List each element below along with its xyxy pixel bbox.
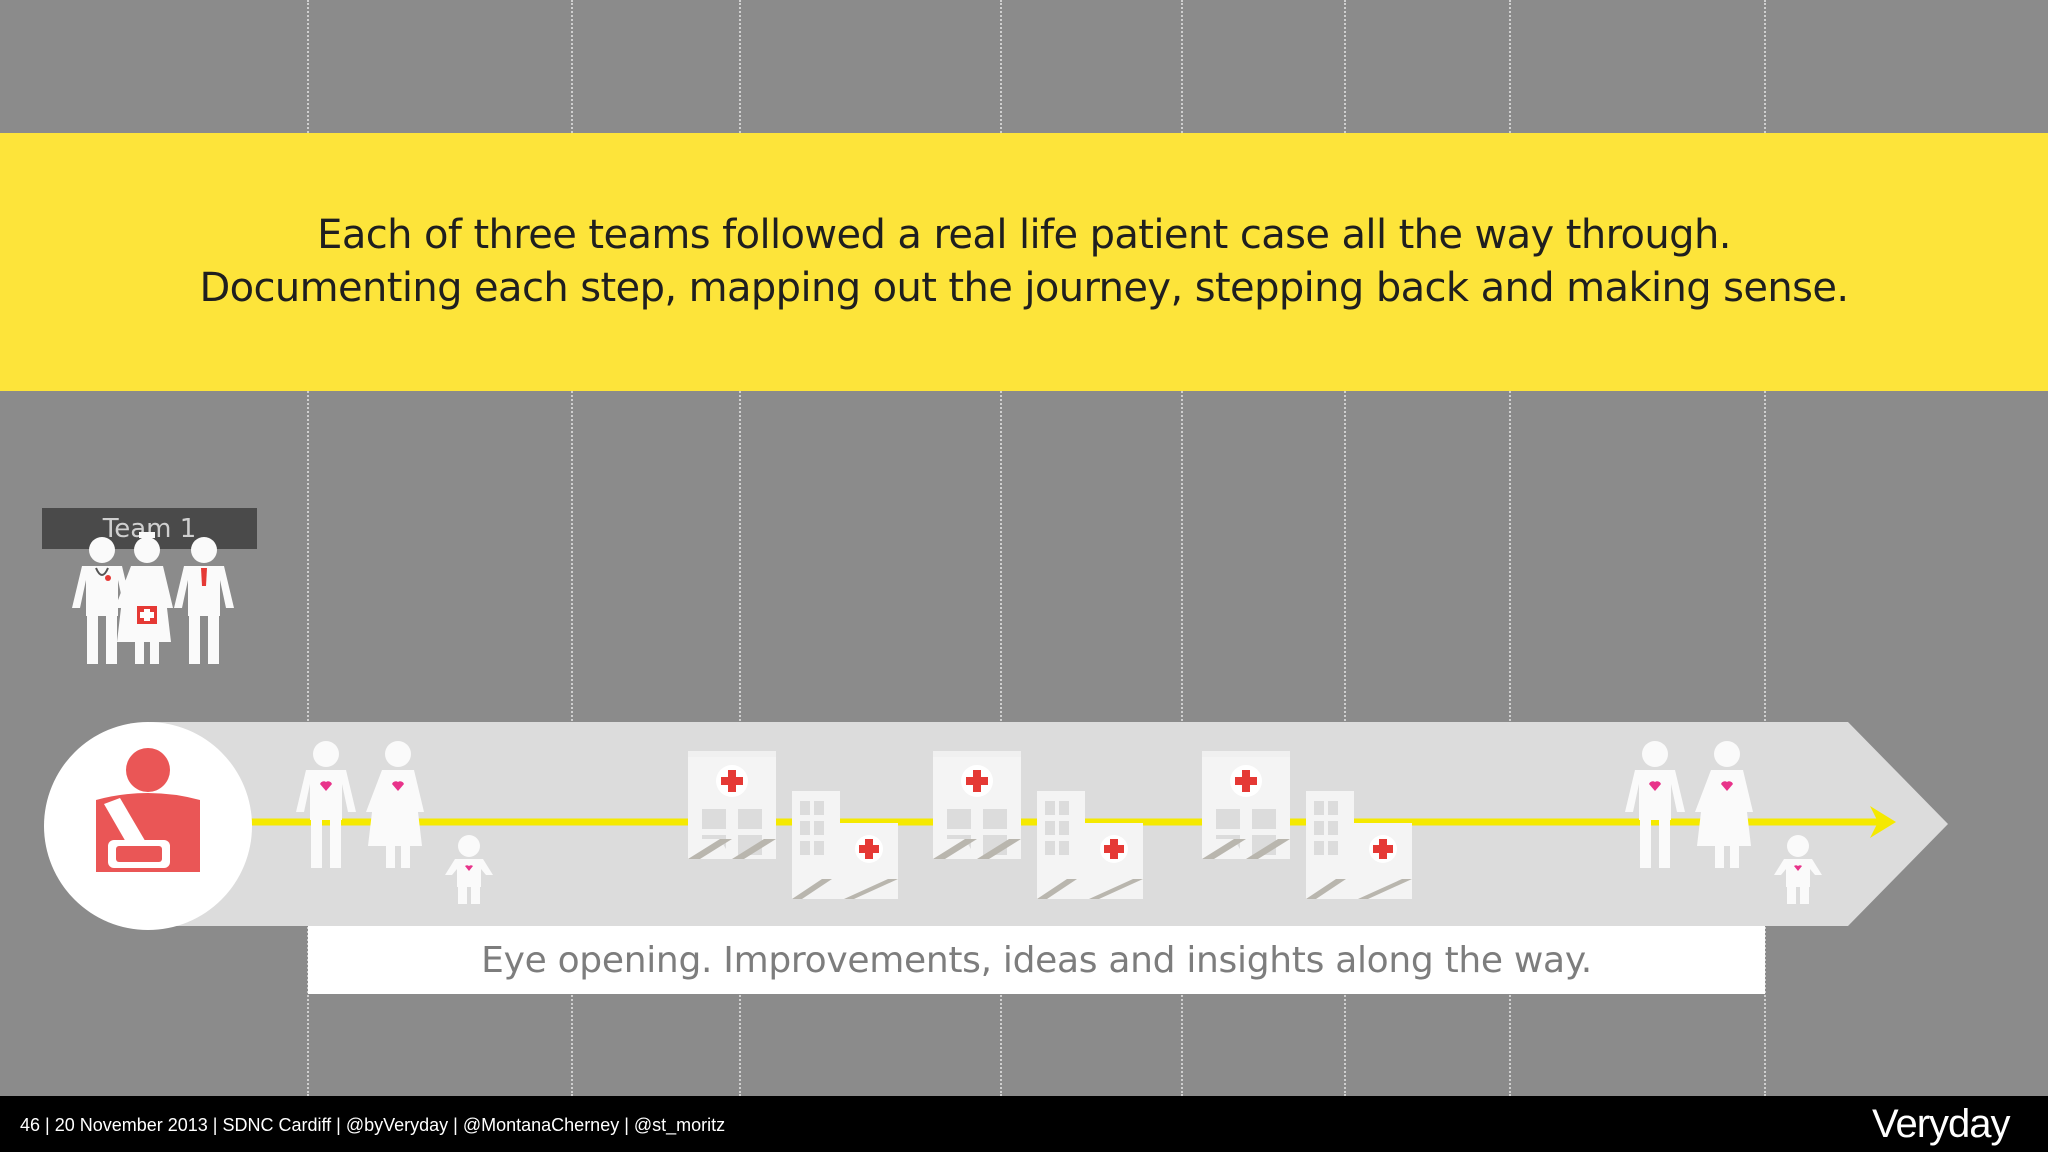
guide-line [1764,0,1766,1096]
guide-line [739,0,741,1096]
administrator-icon [174,537,234,664]
brand-name: Veryday [1872,1101,2011,1146]
injured-patient-icon [44,722,252,930]
arrow-icon [1870,806,1896,838]
headline-banner: Each of three teams followed a real life… [0,133,2048,391]
doctor-icon [72,537,132,664]
headline-line-2: Documenting each step, mapping out the j… [199,265,1849,311]
guide-line [1181,0,1183,1096]
footer-bar [0,1096,2048,1152]
nurse-icon [115,532,173,664]
guide-line [1509,0,1511,1096]
insight-caption: Eye opening. Improvements, ideas and ins… [308,926,1765,994]
guide-line [1000,0,1002,1096]
guide-line [1344,0,1346,1096]
footer-text: 46 | 20 November 2013 | SDNC Cardiff | @… [20,1115,726,1135]
guide-line [307,0,309,1096]
guide-line [571,0,573,1096]
headline-line-1: Each of three teams followed a real life… [317,212,1731,258]
caption-text: Eye opening. Improvements, ideas and ins… [481,939,1592,981]
brand: Veryday [1830,1100,2011,1148]
hospital-icon [688,751,776,859]
hospital-icon [933,751,1021,859]
hospital-icon [1202,751,1290,859]
